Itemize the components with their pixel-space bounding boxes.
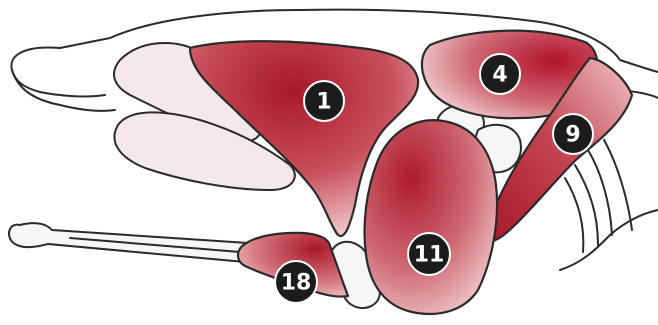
label-badge-9: 9 — [553, 114, 593, 154]
label-18-text: 18 — [281, 271, 312, 296]
label-badge-18: 18 — [275, 261, 317, 303]
label-badge-11: 11 — [408, 233, 450, 275]
vertebra-line-2 — [575, 165, 598, 245]
vertebra-line-1 — [588, 150, 612, 235]
label-9-text: 9 — [565, 123, 580, 148]
label-11-text: 11 — [414, 243, 445, 268]
vertebra-line-4 — [604, 140, 632, 230]
snout-outline — [12, 70, 115, 111]
muscle-11-shape — [365, 120, 498, 314]
label-1-text: 1 — [316, 90, 331, 115]
label-badge-4: 4 — [480, 54, 520, 94]
label-badge-1: 1 — [304, 81, 344, 121]
vertebra-line-3 — [565, 178, 583, 252]
label-4-text: 4 — [492, 63, 507, 88]
